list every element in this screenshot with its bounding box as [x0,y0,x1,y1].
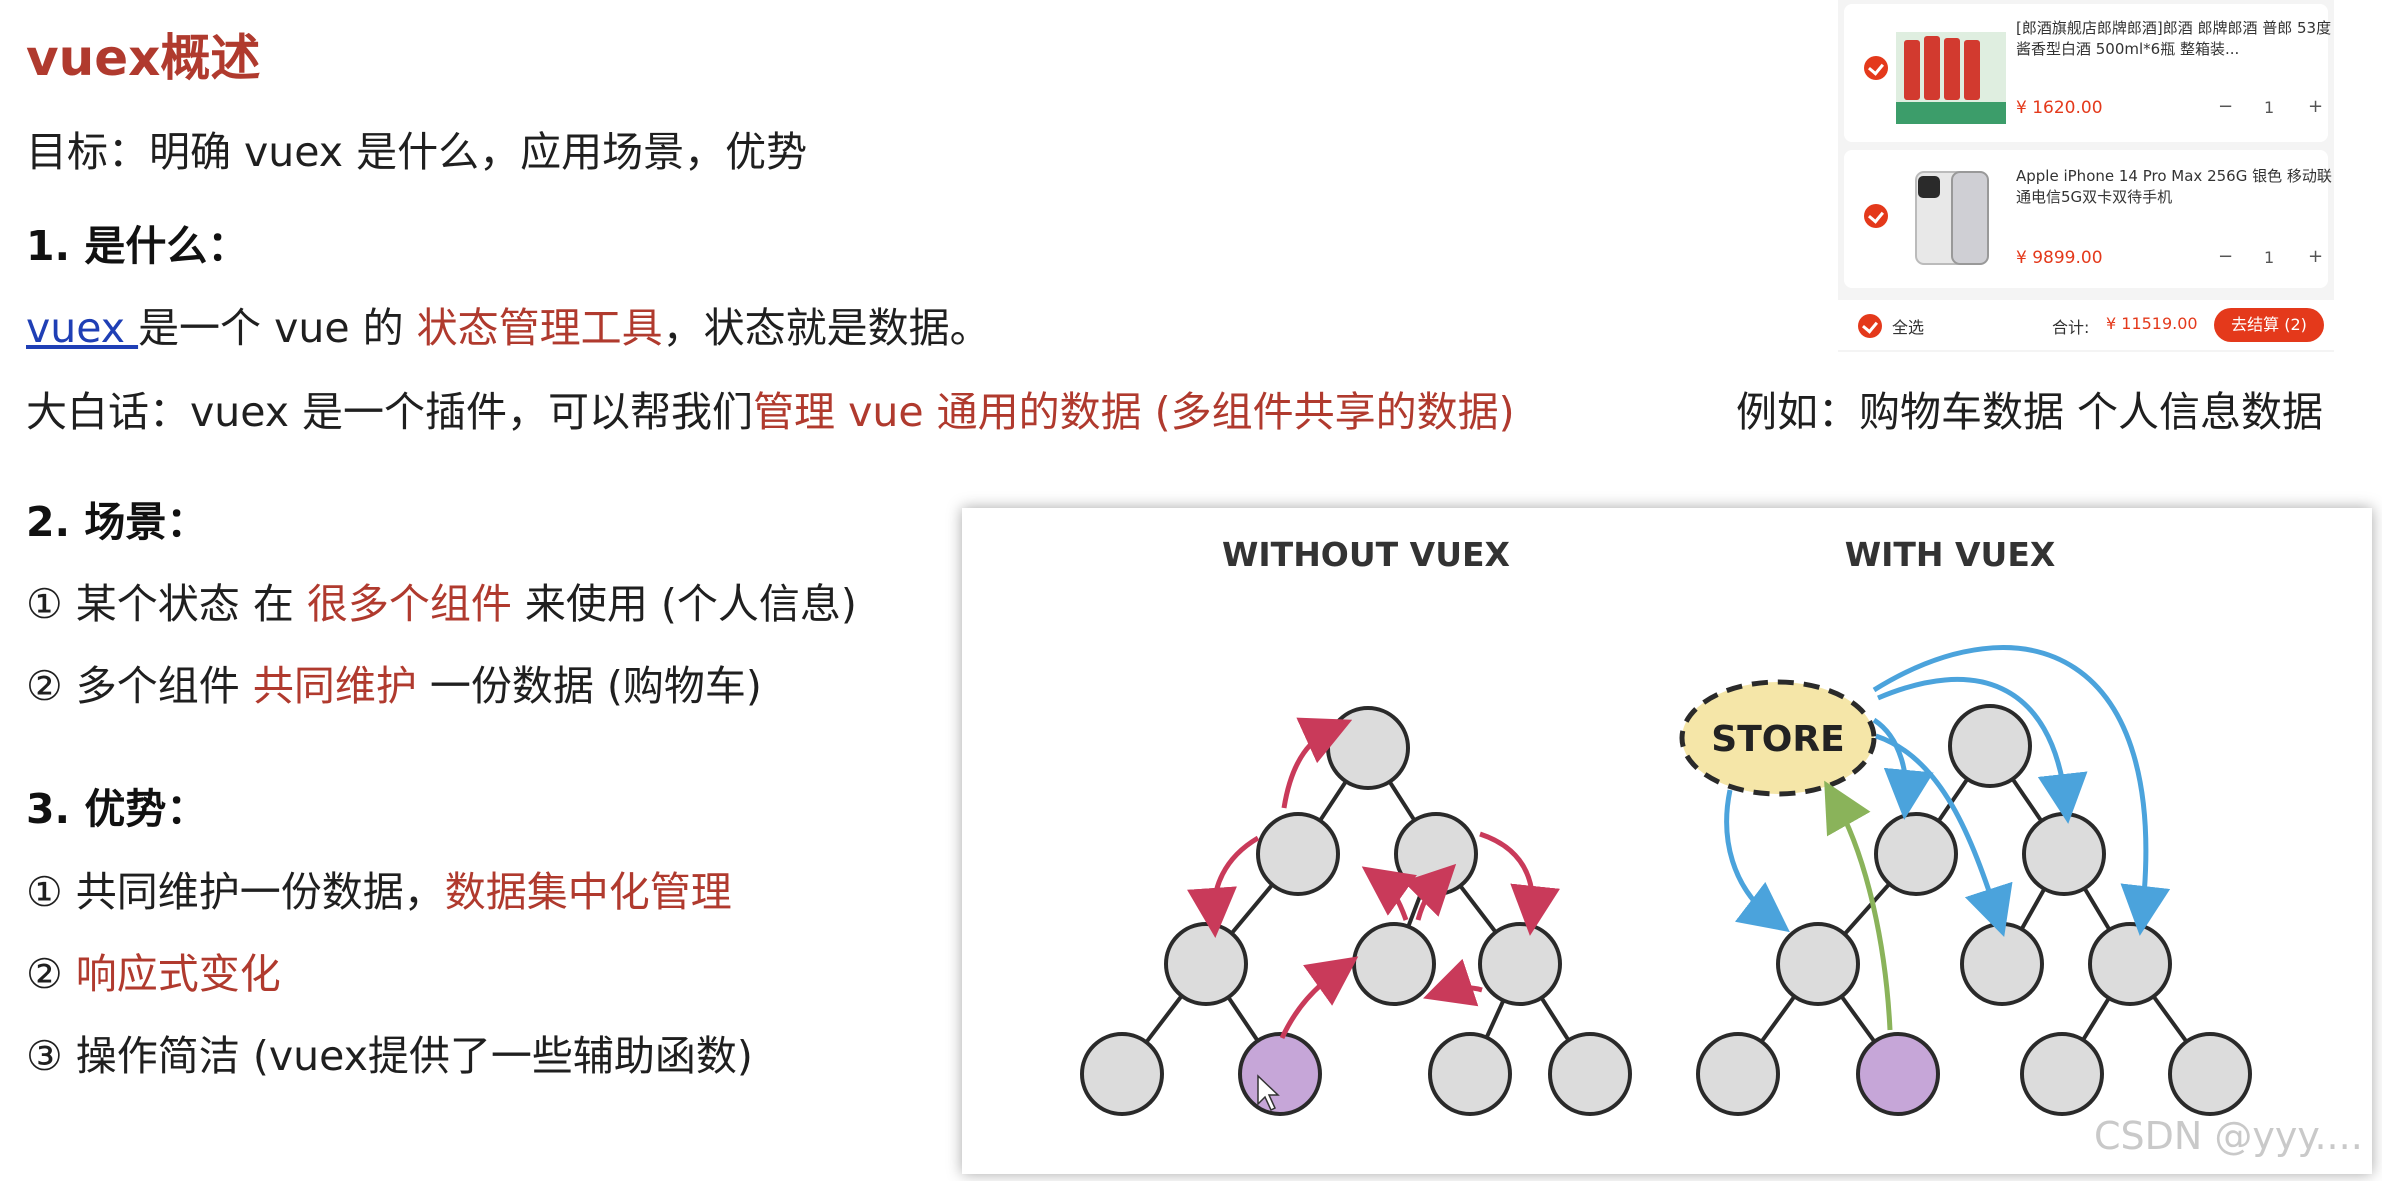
item1-qty: 1 [2264,98,2275,117]
line1-text-b: ，状态就是数据。 [662,304,991,352]
left-node [1478,922,1562,1006]
s3i2-a: ② [26,950,76,998]
select-all-label: 全选 [1892,318,1925,337]
section3-item1: ① 共同维护一份数据，数据集中化管理 [26,858,732,918]
iphone-product-image [1896,164,2006,274]
left-root-node [1326,706,1410,790]
section2-item2: ② 多个组件 共同维护 一份数据 (购物车) [26,652,762,712]
left-node [1352,922,1436,1006]
item2-qty: 1 [2264,248,2275,267]
page-title: vuex概述 [26,29,261,87]
item1-checkbox[interactable] [1864,56,1888,80]
item2-plus-button[interactable]: + [2308,246,2324,267]
right-node [1696,1032,1780,1116]
select-all-checkbox[interactable] [1858,314,1882,338]
right-node [2020,1032,2104,1116]
section1-heading: 1. 是什么： [26,222,249,270]
right-node [2088,922,2172,1006]
liquor-product-image [1896,14,2006,124]
total-amount: ¥ 11519.00 [2106,314,2198,333]
right-node [2022,812,2106,896]
line1-text-a: 是一个 vue 的 [138,304,417,352]
item2-minus-button[interactable]: − [2218,246,2234,267]
without-vuex-title: WITHOUT VUEX [1222,535,1510,574]
right-node [1960,922,2044,1006]
s2i1-b: 来使用 (个人信息) [511,580,857,628]
vuex-diagram: WITHOUT VUEX WITH VUEX [962,508,2372,1174]
vuex-diagram-svg: WITHOUT VUEX WITH VUEX [1080,535,2252,1116]
right-node [1874,812,1958,896]
left-node [1548,1032,1632,1116]
s2i2-highlight: 共同维护 [252,662,417,710]
line2-highlight: 管理 vue 通用的数据 (多组件共享的数据) [753,388,1515,436]
section3-item3: ③ 操作简洁 (vuex提供了一些辅助函数) [26,1032,753,1080]
item2-checkbox[interactable] [1864,204,1888,228]
total-label: 合计: [2052,318,2090,337]
left-source-node [1238,1032,1322,1116]
s2i1-highlight: 很多个组件 [306,580,512,628]
line2-text-a: 大白话：vuex 是一个插件，可以帮我们 [26,388,754,436]
store-ellipse [1679,679,1877,797]
section2-heading: 2. 场景： [26,498,208,546]
cart-item-2: Apple iPhone 14 Pro Max 256G 银色 移动联通电信5G… [1844,150,2332,288]
store-label: STORE [1711,719,1844,760]
right-source-node [1856,1032,1940,1116]
right-node [1776,922,1860,1006]
csdn-watermark: CSDN @yyy.... [2094,1114,2363,1158]
item2-quantity-stepper: − 1 + [2214,244,2326,274]
cart-panel: [郎酒旗舰店郎牌郎酒]郎酒 郎牌郎酒 普郎 53度酱香型白酒 500ml*6瓶 … [1838,0,2334,352]
item1-minus-button[interactable]: − [2218,96,2234,117]
s2i1-a: ① 某个状态 在 [26,580,307,628]
left-node [1164,922,1248,1006]
item2-name: Apple iPhone 14 Pro Max 256G 银色 移动联通电信5G… [2016,167,2332,206]
left-node [1080,1032,1164,1116]
item1-plus-button[interactable]: + [2308,96,2324,117]
item1-price: ¥ 1620.00 [2016,98,2103,118]
mouse-cursor-icon [1257,1074,1280,1112]
section2-item1: ① 某个状态 在 很多个组件 来使用 (个人信息) [26,570,857,630]
right-node [2168,1032,2252,1116]
goal-text: 目标：明确 vuex 是什么，应用场景，优势 [26,128,808,176]
left-node [1428,1032,1512,1116]
s3i2-highlight: 响应式变化 [75,950,281,998]
section1-example: 例如：购物车数据 个人信息数据 [1736,388,2324,436]
checkout-button[interactable]: 去结算 (2) [2214,308,2324,342]
section3-heading: 3. 优势： [26,785,208,833]
section1-line2: 大白话：vuex 是一个插件，可以帮我们管理 vue 通用的数据 (多组件共享的… [26,378,1515,438]
cart-item-1: [郎酒旗舰店郎牌郎酒]郎酒 郎牌郎酒 普郎 53度酱香型白酒 500ml*6瓶 … [1844,4,2331,142]
cart-summary: 全选 合计: ¥ 11519.00 去结算 (2) [1838,300,2334,350]
left-node [1256,812,1340,896]
s3i1-a: ① 共同维护一份数据， [26,868,445,916]
s2i2-b: 一份数据 (购物车) [416,662,762,710]
section1-line1: vuex 是一个 vue 的 状态管理工具，状态就是数据。 [26,294,991,354]
item1-quantity-stepper: − 1 + [2214,94,2326,124]
line1-highlight: 状态管理工具 [416,304,663,352]
item2-price: ¥ 9899.00 [2016,248,2103,268]
with-vuex-title: WITH VUEX [1845,535,2056,574]
s2i2-a: ② 多个组件 [26,662,253,710]
item1-name: [郎酒旗舰店郎牌郎酒]郎酒 郎牌郎酒 普郎 53度酱香型白酒 500ml*6瓶 … [2016,19,2332,58]
right-root-node [1948,704,2032,788]
section3-item2: ② 响应式变化 [26,940,281,1000]
vuex-link[interactable]: vuex [26,304,139,352]
s3i1-highlight: 数据集中化管理 [444,868,732,916]
